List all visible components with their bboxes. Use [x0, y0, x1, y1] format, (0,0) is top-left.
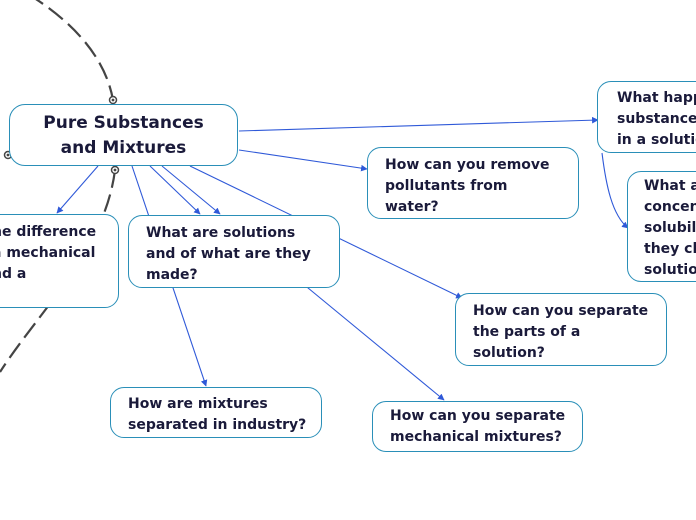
- topic-difference[interactable]: he difference a mechanical nd a: [0, 214, 119, 308]
- dashed-relationship-curve: [0, 169, 117, 373]
- topic-what-happens-label: What happ substance' in a solutio: [617, 90, 696, 148]
- central-topic-label: Pure Substances and Mixtures: [43, 113, 204, 158]
- topic-pollutants-label: How can you remove pollutants from water…: [385, 157, 550, 215]
- topic-separate-mechanical[interactable]: How can you separate mechanical mixtures…: [372, 401, 583, 452]
- topic-separate-mechanical-label: How can you separate mechanical mixtures…: [390, 408, 566, 445]
- topic-pollutants[interactable]: How can you remove pollutants from water…: [367, 147, 579, 219]
- connector-dot: [113, 168, 117, 172]
- topic-industry[interactable]: How are mixtures separated in industry?: [110, 387, 322, 438]
- link-to-solutions: [161, 165, 221, 215]
- topic-solutions[interactable]: What are solutions and of what are they …: [128, 215, 340, 288]
- connector-dot: [111, 98, 115, 102]
- link-to-solutions: [149, 165, 201, 215]
- link-to-separate-mechanical: [301, 282, 445, 401]
- topic-separate-solution-label: How can you separate the parts of a solu…: [473, 303, 649, 361]
- topic-separate-solution[interactable]: How can you separate the parts of a solu…: [455, 293, 667, 366]
- link-to-concentration: [601, 152, 629, 229]
- topic-industry-label: How are mixtures separated in industry?: [128, 396, 307, 433]
- link-to-pollutants: [238, 149, 368, 172]
- topic-concentration[interactable]: What a concen solubili they ch solutio: [627, 171, 696, 282]
- link-to-what-happens: [238, 116, 599, 132]
- topic-concentration-label: What a concen solubili they ch solutio: [644, 178, 696, 278]
- dashed-relationship-curve: [35, 0, 115, 101]
- connector-dot: [6, 153, 10, 157]
- central-topic[interactable]: Pure Substances and Mixtures: [9, 104, 238, 166]
- link-to-difference: [56, 165, 99, 214]
- topic-solutions-label: What are solutions and of what are they …: [146, 225, 311, 283]
- topic-difference-label: he difference a mechanical nd a: [0, 224, 97, 282]
- topic-what-happens[interactable]: What happ substance' in a solutio: [597, 81, 696, 153]
